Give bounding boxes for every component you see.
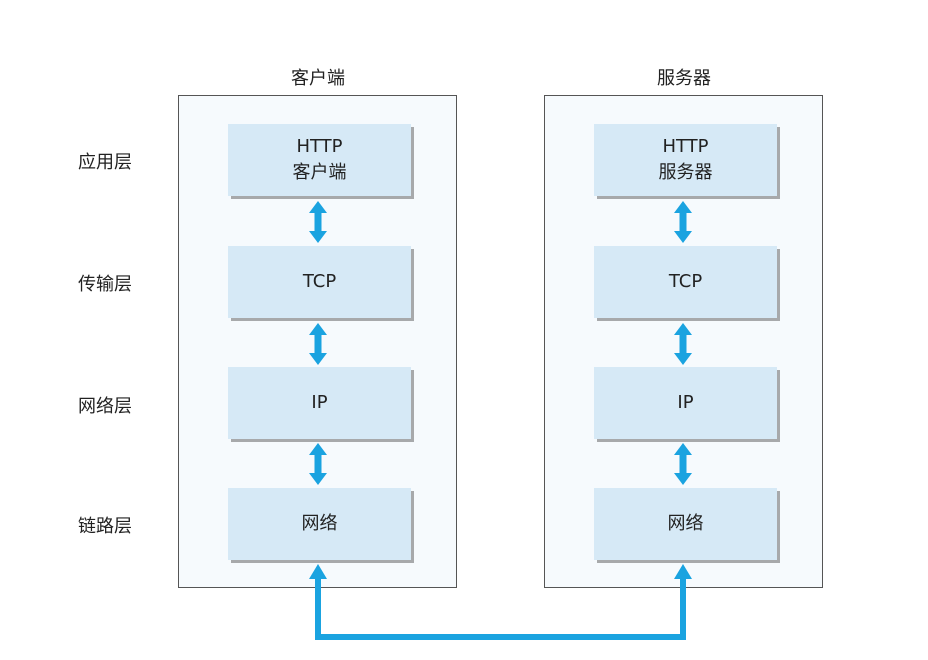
- client-tcp-layer: TCP: [228, 246, 411, 318]
- client-link-label: 网络: [301, 513, 338, 534]
- client-ip-layer: IP: [228, 367, 411, 439]
- client-http-tcp-arrow-icon: [309, 201, 327, 243]
- server-ip-layer: IP: [594, 367, 777, 439]
- row-label-network: 网络层: [78, 396, 132, 417]
- client-tcp-ip-arrow-icon: [309, 323, 327, 365]
- client-link-layer: 网络: [228, 488, 411, 560]
- client-http-sublabel: 客户端: [292, 162, 347, 183]
- server-http-label: HTTP: [662, 136, 709, 157]
- server-tcp-ip-arrow-icon: [674, 323, 692, 365]
- server-http-tcp-arrow-icon: [674, 201, 692, 243]
- row-label-link: 链路层: [78, 516, 132, 537]
- client-tcp-label: TCP: [302, 271, 337, 292]
- server-http-sublabel: 服务器: [658, 162, 713, 183]
- network-connection-arrow-icon: [309, 564, 692, 640]
- client-http-label: HTTP: [296, 136, 343, 157]
- server-title: 服务器: [657, 68, 711, 89]
- client-title: 客户端: [291, 68, 345, 89]
- row-label-application: 应用层: [78, 152, 132, 173]
- client-ip-link-arrow-icon: [309, 443, 327, 485]
- server-link-label: 网络: [667, 513, 704, 534]
- server-tcp-label: TCP: [668, 271, 703, 292]
- client-ip-label: IP: [311, 392, 328, 413]
- server-ip-label: IP: [677, 392, 694, 413]
- server-link-layer: 网络: [594, 488, 777, 560]
- server-tcp-layer: TCP: [594, 246, 777, 318]
- row-label-transport: 传输层: [78, 274, 132, 295]
- server-http-layer: HTTP 服务器: [594, 124, 777, 196]
- client-http-layer: HTTP 客户端: [228, 124, 411, 196]
- server-ip-link-arrow-icon: [674, 443, 692, 485]
